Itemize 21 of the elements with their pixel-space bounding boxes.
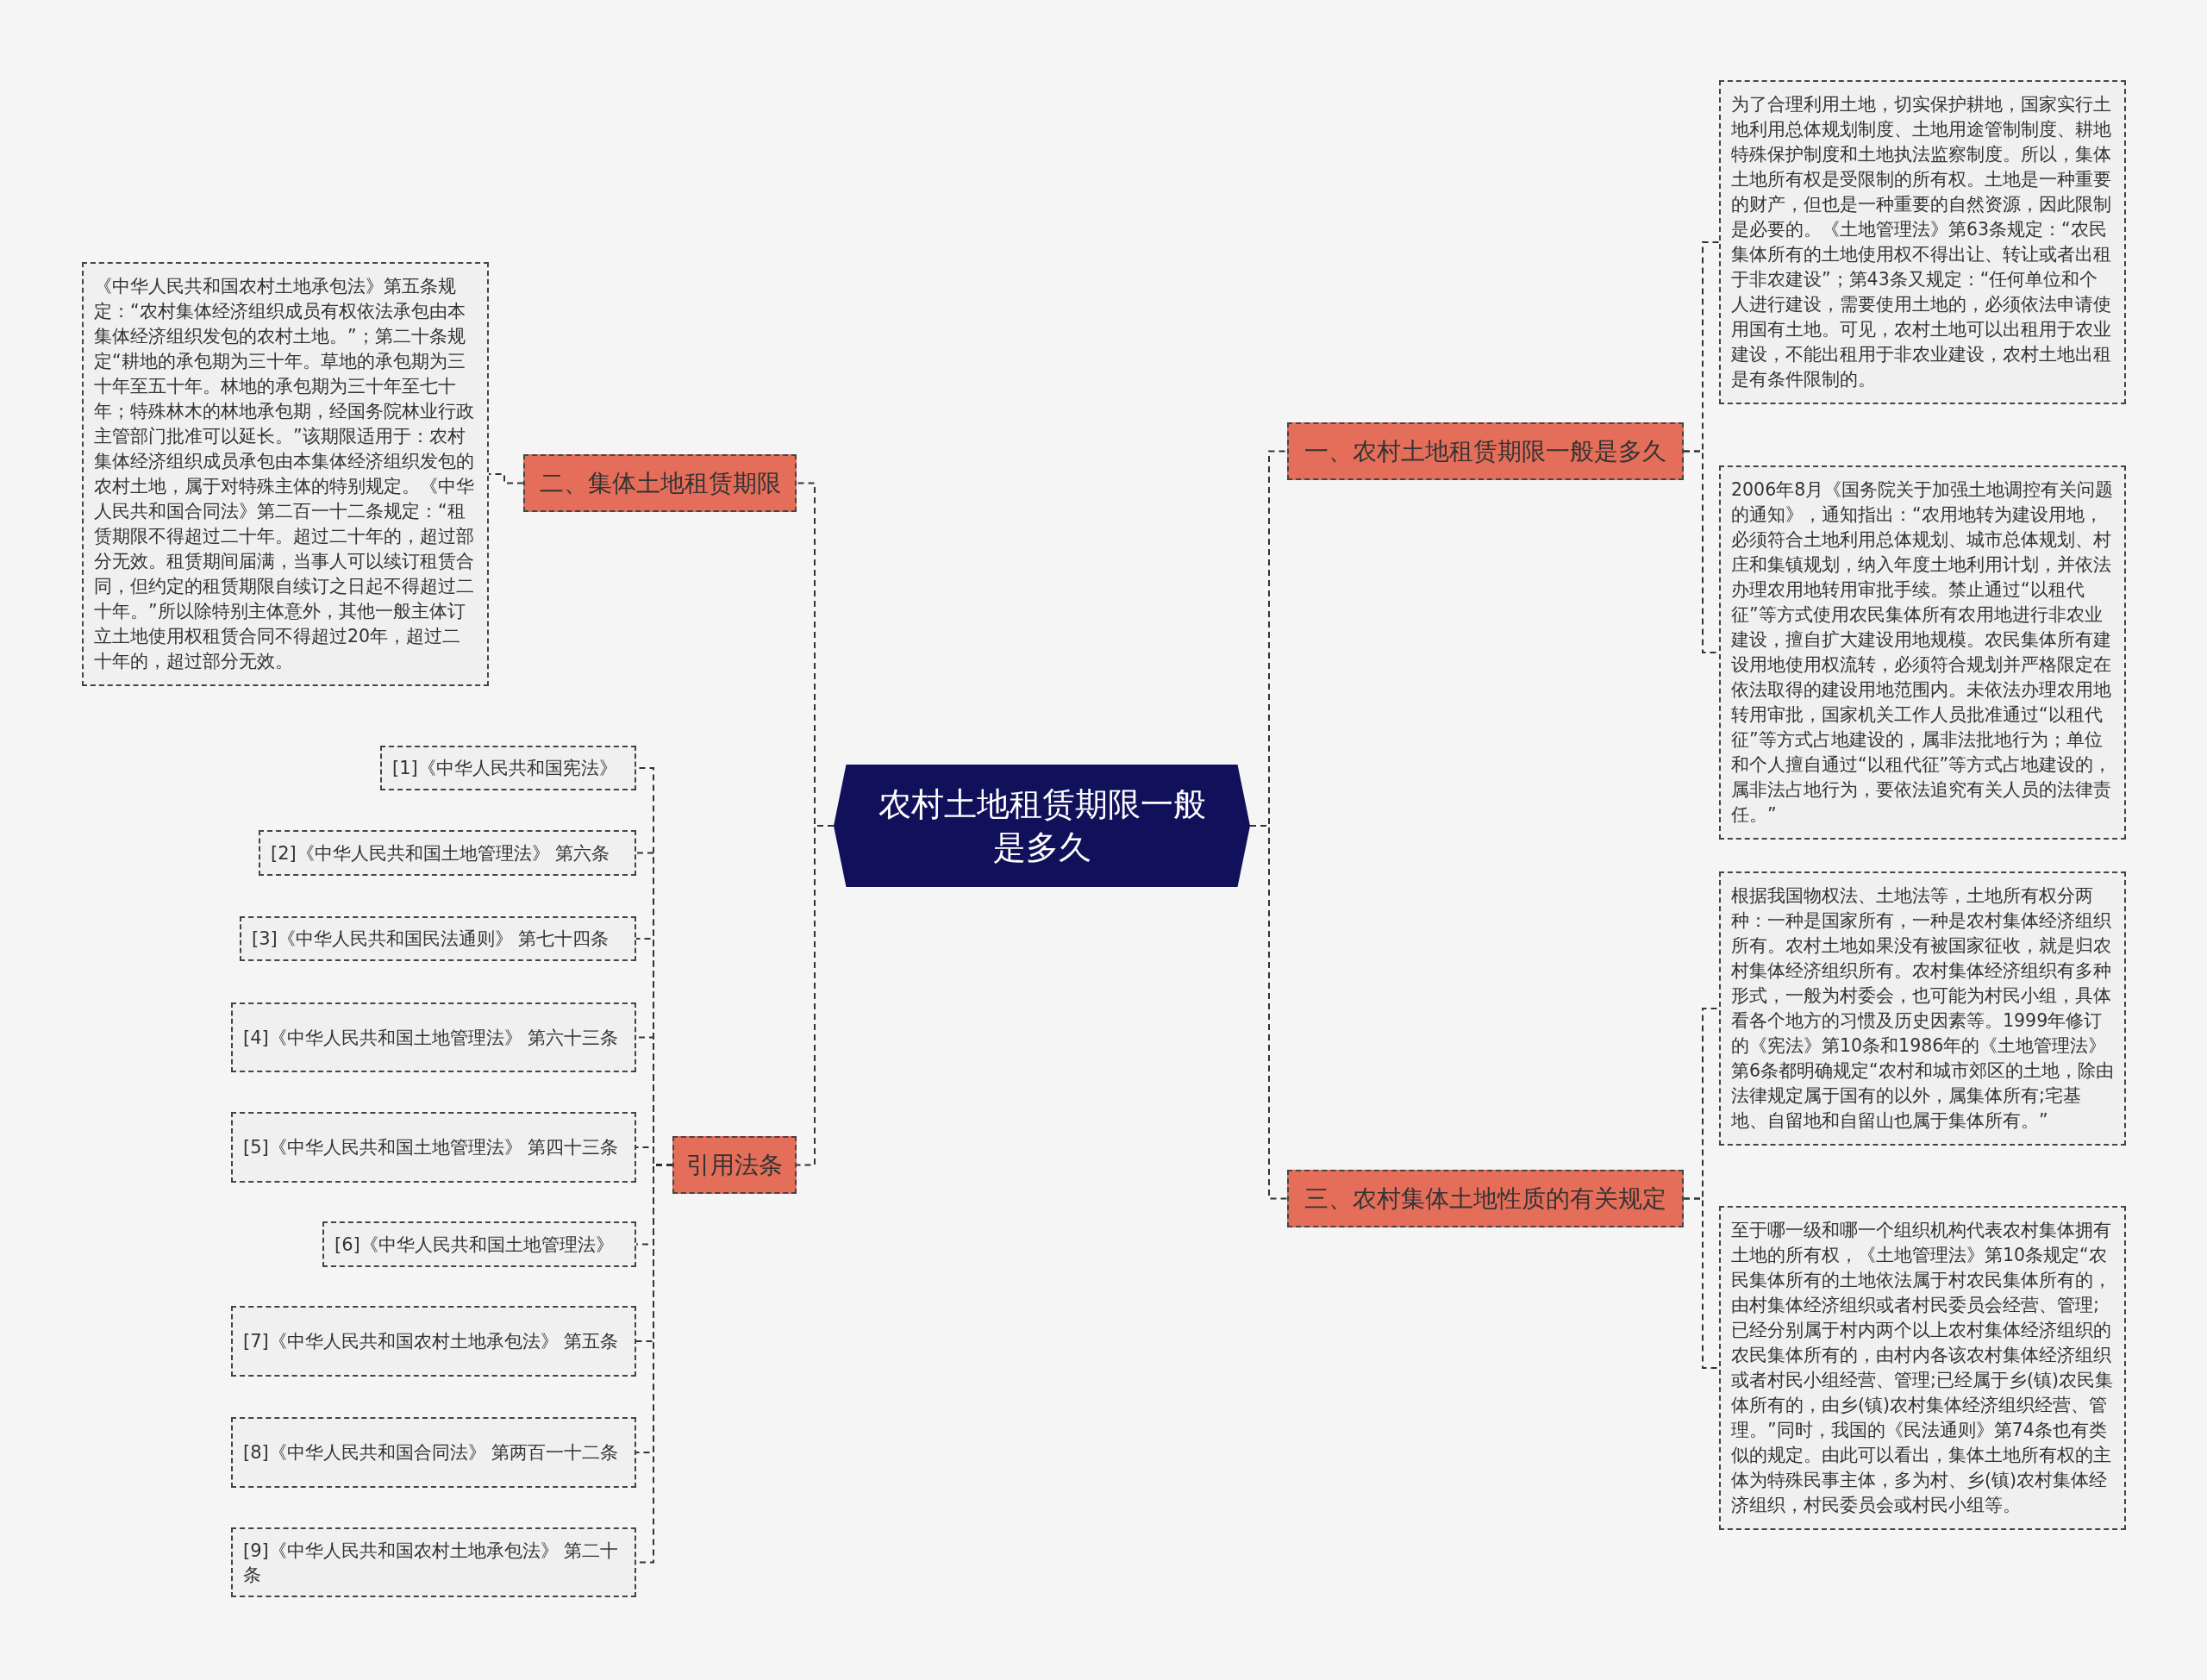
reference-box: [5]《中华人民共和国土地管理法》 第四十三条 bbox=[231, 1112, 636, 1183]
connector-line bbox=[488, 473, 524, 484]
connector-line bbox=[1683, 1197, 1720, 1369]
reference-box: [4]《中华人民共和国土地管理法》 第六十三条 bbox=[231, 1002, 636, 1072]
note-box: 为了合理利用土地，切实保护耕地，国家实行土地利用总体规划制度、土地用途管制制度、耕地特殊保护制度和土地执法监察制度。所以，集体土地所有权是受限制的所有权。土地是一种重要的财产，但也是一种重要的自然资源，因此限制是必要的。《土地管理法》第63条规定：“农民集体所有的土地使用权不得出让、转让或者出租于非农建设”；第43条又规定：“任何单位和个人进行建设，需要使用土地的，必须依法申请使用国有土地。可见，农村土地可以出租用于农业建设，不能出租用于非农业建设，农村土地出租是有条件限制的。 bbox=[1719, 80, 2126, 404]
reference-box: [1]《中华人民共和国宪法》 bbox=[380, 746, 636, 790]
reference-box: [9]《中华人民共和国农村土地承包法》 第二十条 bbox=[231, 1527, 636, 1597]
reference-box: [8]《中华人民共和国合同法》 第两百一十二条 bbox=[231, 1417, 636, 1488]
reference-box: [3]《中华人民共和国民法通则》 第七十四条 bbox=[240, 916, 636, 961]
reference-box: [7]《中华人民共和国农村土地承包法》 第五条 bbox=[231, 1306, 636, 1377]
note-box: 至于哪一级和哪一个组织机构代表农村集体拥有土地的所有权，《土地管理法》第10条规定“农民集体所有的土地依法属于村农民集体所有的，由村集体经济组织或者村民委员会经营、管理;已经分别属于村内两个以上农村集体经济组织的农民集体所有的，由村内各该农村集体经济组织或者村民小组经营、管理;已经属于乡(镇)农民集体所有的，由乡(镇)农村集体经济组织经营、管理。”同时，我国的《民法通则》第74条也有类似的规定。由此可以看出，集体土地所有权的主体为特殊民事主体，多为村、乡(镇)农村集体经济组织，村民委员会或村民小组等。 bbox=[1719, 1206, 2126, 1530]
topic-box: 一、农村土地租赁期限一般是多久 bbox=[1287, 422, 1684, 480]
reference-box: [6]《中华人民共和国土地管理法》 bbox=[322, 1221, 636, 1267]
note-box: 根据我国物权法、土地法等，土地所有权分两种：一种是国家所有，一种是农村集体经济组织所有。农村土地如果没有被国家征收，就是归农村集体经济组织所有。农村集体经济组织有多种形式，一般为村委会，也可能为村民小组，具体看各个地方的习惯及历史因素等。1999年修订的《宪法》第10条和1986年的《土地管理法》第6条都明确规定“农村和城市郊区的土地，除由法律规定属于国有的以外，属集体所有;宅基地、自留地和自留山也属于集体所有。” bbox=[1719, 871, 2126, 1146]
topic-box: 二、集体土地租赁期限 bbox=[523, 454, 797, 512]
topic-box: 三、农村集体土地性质的有关规定 bbox=[1287, 1170, 1684, 1227]
topic-box: 引用法条 bbox=[672, 1136, 797, 1194]
reference-box: [2]《中华人民共和国土地管理法》 第六条 bbox=[259, 830, 636, 876]
central-topic: 农村土地租赁期限一般是多久 bbox=[834, 765, 1250, 887]
note-box: 2006年8月《国务院关于加强土地调控有关问题的通知》，通知指出：“农用地转为建设用地，必须符合土地利用总体规划、城市总体规划、村庄和集镇规划，纳入年度土地利用计划，并依法办理农用地转用审批手续。禁止通过“以租代征”等方式使用农民集体所有农用地进行非农业建设，擅自扩大建设用地规模。农民集体所有建设用地使用权流转，必须符合规划并严格限定在依法取得的建设用地范围内。未依法办理农用地转用审批，国家机关工作人员批准通过“以租代征”等方式占地建设的，属非法批地行为；单位和个人擅自通过“以租代征”等方式占地建设的，属非法占地行为，要依法追究有关人员的法律责任。” bbox=[1719, 465, 2126, 840]
note-box: 《中华人民共和国农村土地承包法》第五条规定：“农村集体经济组织成员有权依法承包由本集体经济组织发包的农村土地。”；第二十条规定“耕地的承包期为三十年。草地的承包期为三十年至五十年。林地的承包期为三十年至七十年；特殊林木的林地承包期，经国务院林业行政主管部门批准可以延长。”该期限适用于：农村集体经济组织成员承包由本集体经济组织发包的农村土地，属于对特殊主体的特别规定。《中华人民共和国合同法》第二百一十二条规定：“租赁期限不得超过二十年。超过二十年的，超过部分无效。租赁期间届满，当事人可以续订租赁合同，但约定的租赁期限自续订之日起不得超过二十年。”所以除特别主体意外，其他一般主体订立土地使用权租赁合同不得超过20年，超过二十年的，超过部分无效。 bbox=[82, 262, 489, 686]
